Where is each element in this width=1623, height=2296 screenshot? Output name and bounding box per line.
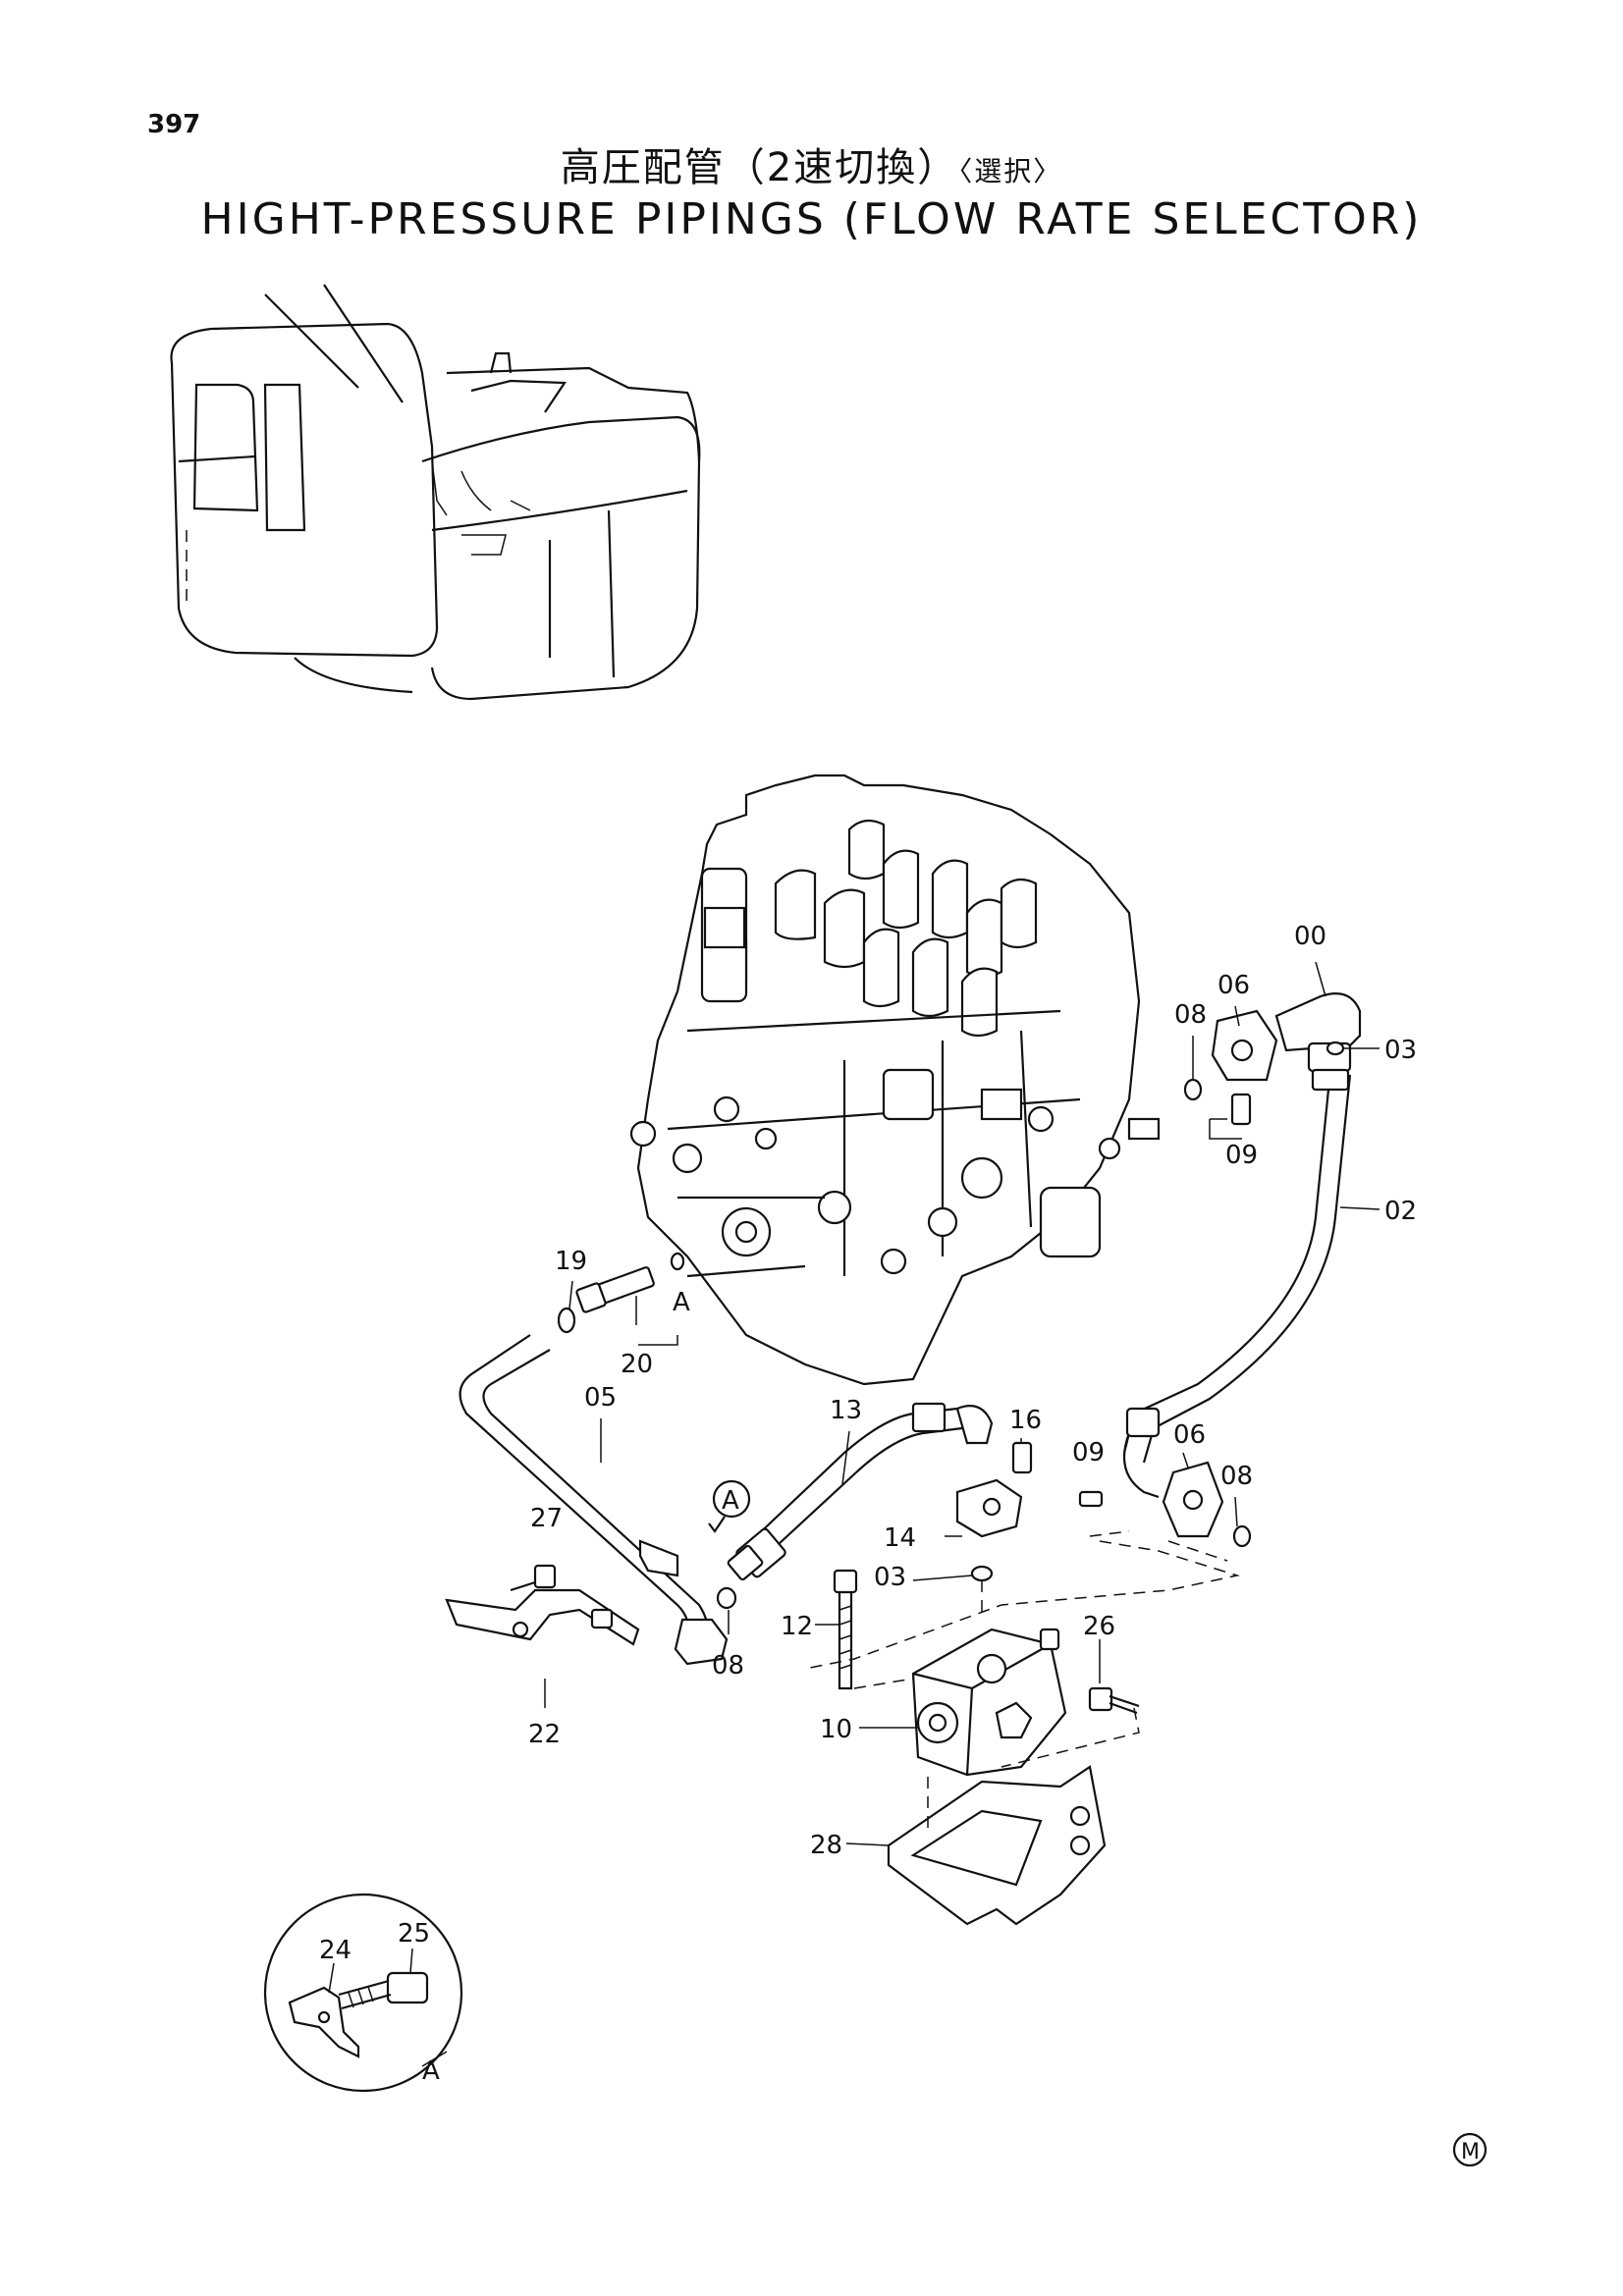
- label-part-02: 02: [1384, 1197, 1417, 1226]
- label-part-27: 27: [530, 1504, 563, 1533]
- label-part-03-upper: 03: [1384, 1036, 1417, 1065]
- label-part-09-lower: 09: [1072, 1438, 1105, 1468]
- flange-06-upper: [1211, 1009, 1278, 1082]
- bolt-27: [533, 1564, 557, 1589]
- bolt-12: [833, 1569, 858, 1690]
- leader-20-bracket: [638, 1335, 678, 1346]
- bolt-26-head: [1088, 1686, 1113, 1712]
- leader-09-upper: [1209, 1118, 1242, 1140]
- bolt-09-lower: [1078, 1490, 1104, 1508]
- title-japanese: 高圧配管（2速切換）〈選択〉: [0, 135, 1623, 192]
- pipe-02: [1122, 1069, 1352, 1464]
- label-part-00: 00: [1294, 922, 1326, 951]
- label-part-14: 14: [884, 1523, 916, 1553]
- bolt-27-shaft: [510, 1580, 536, 1592]
- oring-08-left: [716, 1586, 737, 1610]
- label-part-13: 13: [830, 1396, 862, 1425]
- clamp-22: [445, 1588, 640, 1646]
- circled-m-letter: M: [1461, 2140, 1480, 2164]
- valve-10: [911, 1628, 1067, 1777]
- control-valve-illustration: [629, 774, 1161, 1386]
- label-part-22: 22: [528, 1720, 561, 1749]
- label-part-a-upper: A: [673, 1288, 690, 1317]
- detail-marker-arrow: [708, 1516, 726, 1533]
- oring-08-lower: [1232, 1524, 1252, 1548]
- label-part-09-upper: 09: [1225, 1141, 1258, 1170]
- title-japanese-optional: 〈選択〉: [958, 155, 1063, 187]
- label-part-10: 10: [820, 1715, 852, 1744]
- circled-m-mark: [1452, 2132, 1488, 2167]
- oring-03-upper: [1325, 1041, 1345, 1056]
- label-part-20: 20: [621, 1350, 653, 1379]
- label-part-24: 24: [319, 1936, 352, 1965]
- bolt-16: [1011, 1441, 1033, 1474]
- hose-13: [727, 1402, 994, 1581]
- leader-lines: [544, 961, 1380, 1846]
- label-part-19: 19: [555, 1247, 587, 1276]
- oring-08-upper: [1183, 1078, 1203, 1101]
- label-part-a-circled: A: [722, 1486, 739, 1516]
- oring-19: [557, 1307, 576, 1334]
- title-japanese-main: 高圧配管（2速切換）: [560, 145, 959, 190]
- label-part-a-detail: A: [422, 2056, 440, 2086]
- label-part-08-upper: 08: [1174, 1000, 1207, 1030]
- label-part-06-lower: 06: [1173, 1420, 1206, 1450]
- detail-marker-a: [712, 1479, 751, 1519]
- clip-05: [638, 1539, 679, 1577]
- bolt-09-upper: [1230, 1093, 1252, 1126]
- label-part-12: 12: [781, 1612, 813, 1641]
- oring-a: [670, 1252, 685, 1271]
- assembly-lines: [804, 1530, 1240, 1836]
- page-number: 397: [147, 110, 201, 139]
- title-english: HIGHT-PRESSURE PIPINGS (FLOW RATE SELECT…: [200, 194, 1423, 244]
- bolt-26-shaft: [1109, 1694, 1140, 1715]
- label-part-26: 26: [1083, 1612, 1115, 1641]
- bracket-28: [887, 1765, 1107, 1926]
- flange-06-lower: [1162, 1461, 1224, 1538]
- label-part-28: 28: [810, 1831, 842, 1860]
- label-part-16: 16: [1009, 1406, 1042, 1435]
- flange-14: [955, 1478, 1023, 1538]
- fitting-00: [1274, 992, 1362, 1092]
- label-part-05: 05: [584, 1383, 617, 1413]
- pipe-05: [459, 1334, 729, 1666]
- detail-view-a: [263, 1893, 463, 2093]
- pipe-lower-bend: [1122, 1407, 1161, 1499]
- label-part-03-lower: 03: [874, 1563, 906, 1592]
- label-part-25: 25: [398, 1919, 430, 1949]
- label-part-06-upper: 06: [1217, 971, 1250, 1000]
- fitting-20: [575, 1266, 655, 1313]
- label-part-08-lower: 08: [1220, 1462, 1253, 1491]
- excavator-overview-illustration: [170, 284, 701, 701]
- oring-03-lower: [970, 1565, 994, 1582]
- label-part-08-left: 08: [712, 1651, 744, 1681]
